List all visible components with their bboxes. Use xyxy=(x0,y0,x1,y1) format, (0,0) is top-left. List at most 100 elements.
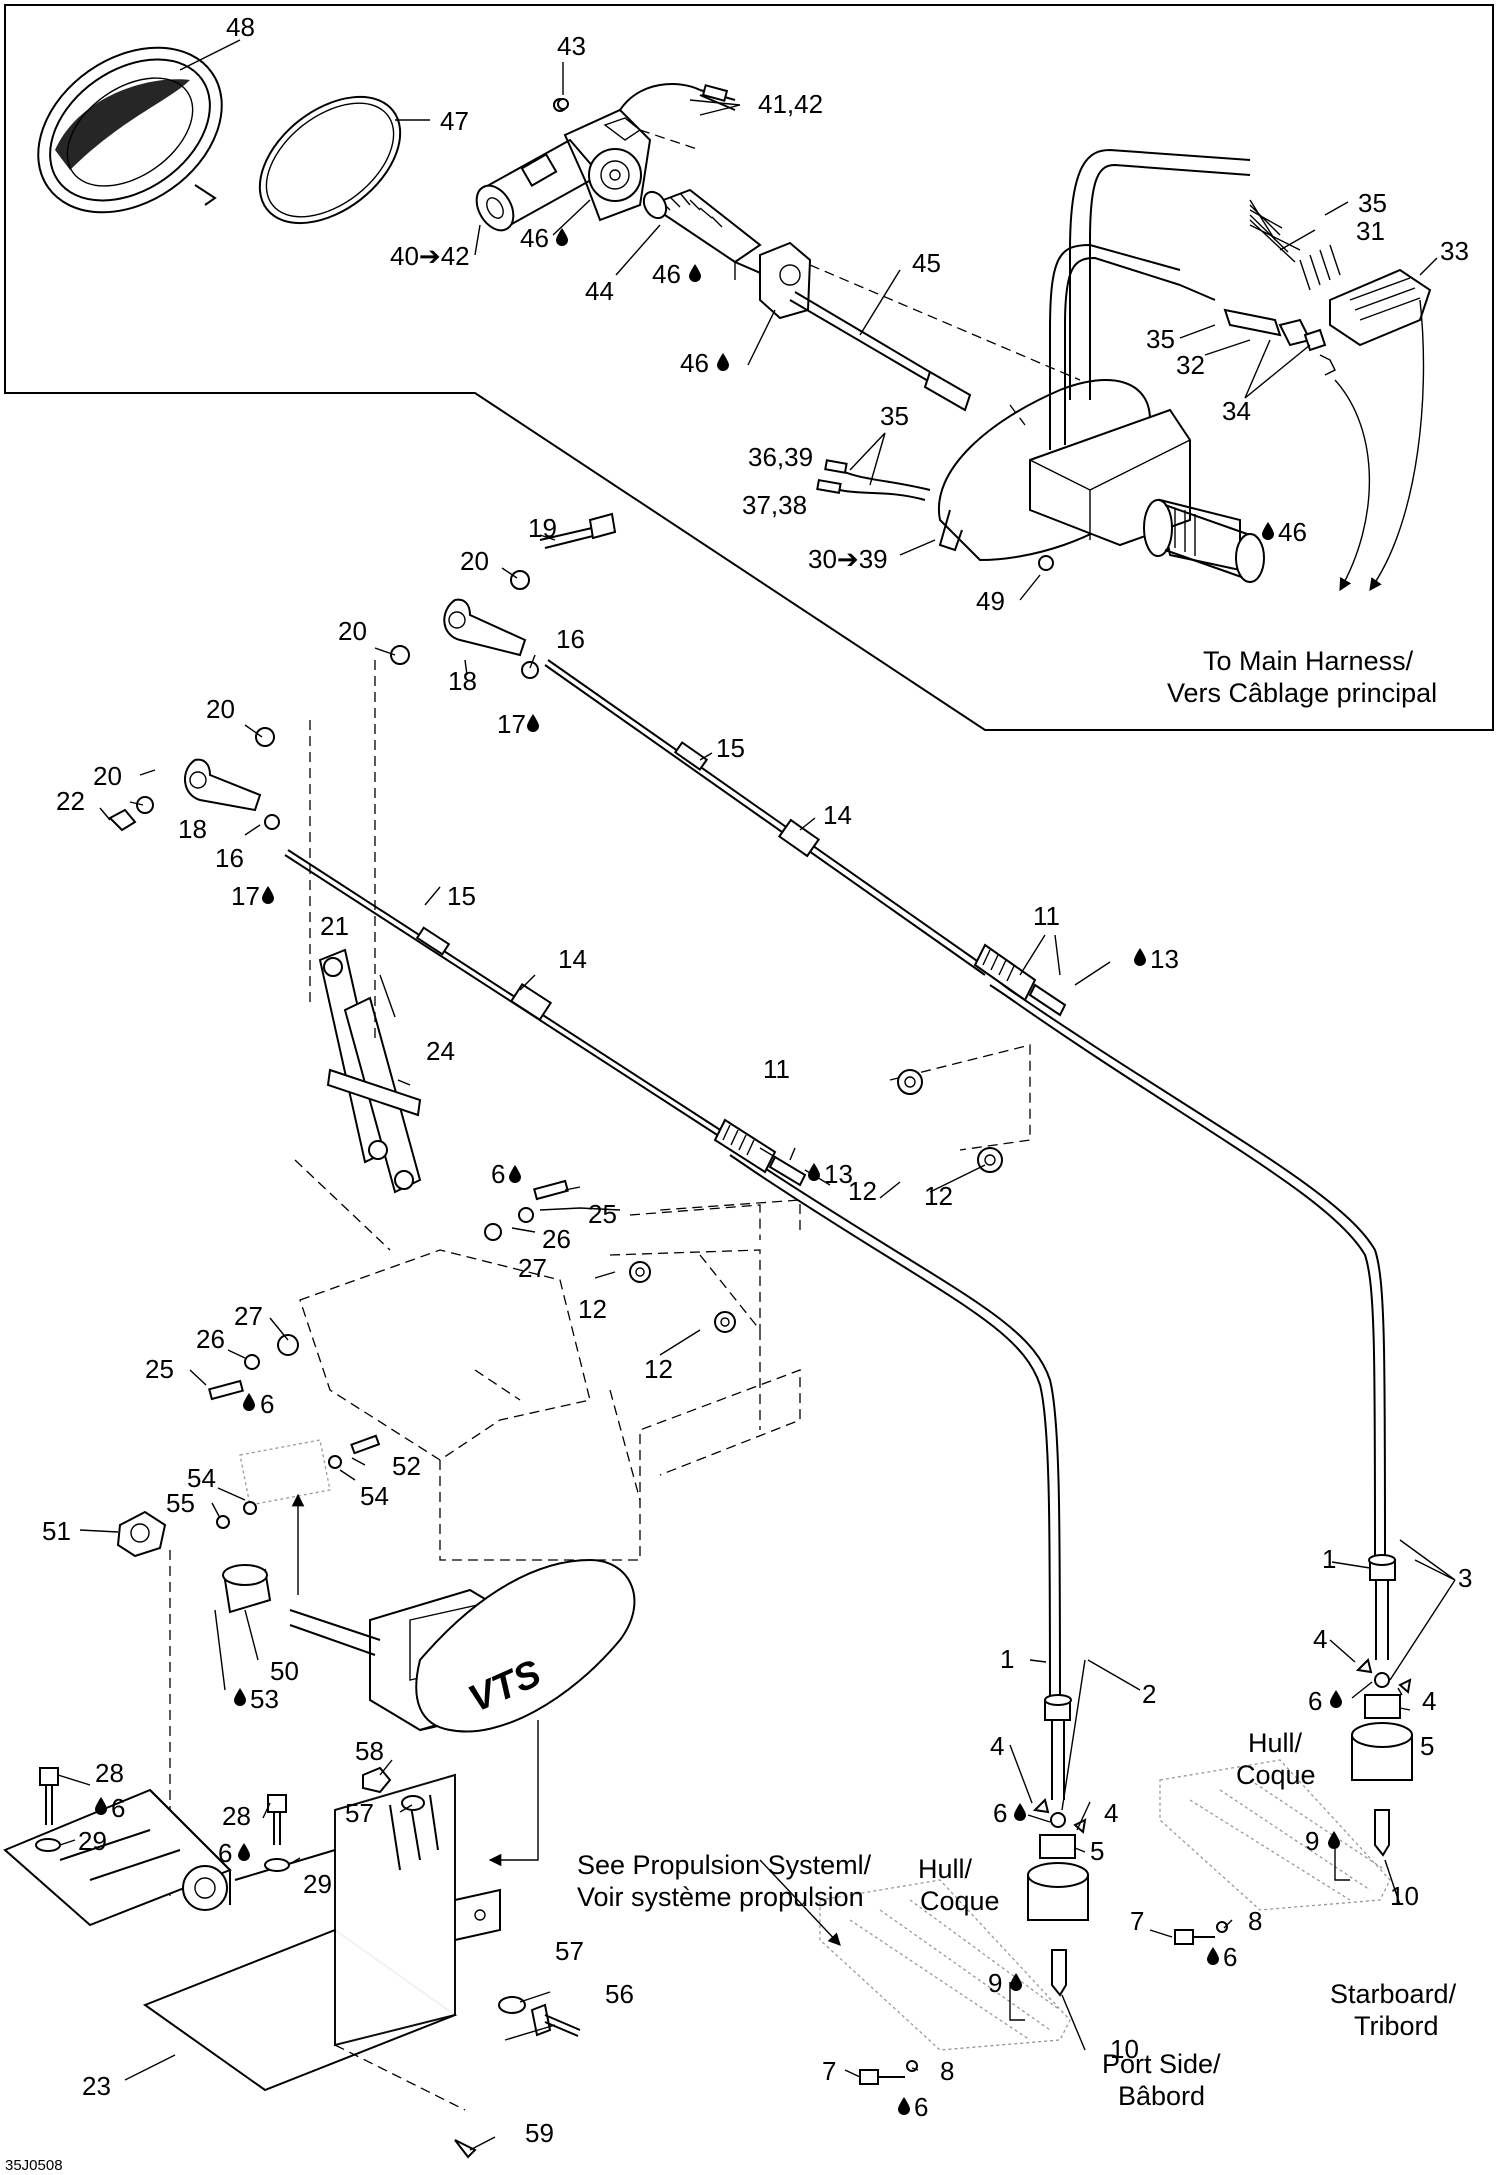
callout-33: 33 xyxy=(1440,236,1469,266)
callout-43: 43 xyxy=(557,31,586,61)
callout-4-b: 4 xyxy=(1104,1798,1118,1828)
callout-56: 56 xyxy=(605,1979,634,2009)
callout-41-42: 41,42 xyxy=(758,89,823,119)
propulsion-note-fr: Voir système propulsion xyxy=(577,1882,864,1912)
worm-gear-44 xyxy=(642,188,766,276)
hull-label-starboard-en: Hull/ xyxy=(1248,1728,1303,1758)
propulsion-note-en: See Propulsion Systeml/ xyxy=(577,1850,872,1880)
callout-10-a: 10 xyxy=(1110,2034,1139,2064)
steering-cable-upper xyxy=(544,659,1386,1561)
callout-20-d: 20 xyxy=(93,761,122,791)
callout-labels: 48 47 43 41,42 40➔42 46 44 46 46 45 35 3… xyxy=(5,12,1472,2174)
callout-47: 47 xyxy=(440,106,469,136)
callout-2: 2 xyxy=(1142,1679,1156,1709)
gasket-47 xyxy=(258,95,402,225)
callout-15-a: 15 xyxy=(716,733,745,763)
callout-49: 49 xyxy=(976,586,1005,616)
callout-22: 22 xyxy=(56,786,85,816)
callout-51: 51 xyxy=(42,1516,71,1546)
actuator-housing-30 xyxy=(937,148,1265,583)
callout-27-b: 27 xyxy=(234,1301,263,1331)
link-arm-24 xyxy=(294,660,422,1251)
callout-32: 32 xyxy=(1176,350,1205,380)
lubricant-drop-icon xyxy=(238,1843,250,1861)
starboard-label-en: Starboard/ xyxy=(1330,1979,1457,2009)
callout-20-c: 20 xyxy=(206,694,235,724)
callout-46-d: 46 xyxy=(1278,517,1307,547)
callout-8-a: 8 xyxy=(940,2056,954,2086)
callout-55: 55 xyxy=(166,1488,195,1518)
callout-45: 45 xyxy=(912,248,941,278)
hull-fitting-port xyxy=(819,1694,1089,2085)
port-side-label-en: Port Side/ xyxy=(1102,2049,1221,2079)
inset-frame xyxy=(4,4,1494,731)
callout-36-39: 36,39 xyxy=(748,442,813,472)
callout-4-a: 4 xyxy=(990,1731,1004,1761)
callout-14-b: 14 xyxy=(558,944,587,974)
lubricant-drop-icon xyxy=(1134,948,1146,966)
callout-12-a: 12 xyxy=(848,1176,877,1206)
callout-5-a: 5 xyxy=(1090,1836,1104,1866)
callout-17-a: 17 xyxy=(497,709,526,739)
callout-57-b: 57 xyxy=(555,1936,584,1966)
lubricant-drop-icon xyxy=(1262,522,1274,540)
callout-30-39: 30➔39 xyxy=(808,544,888,574)
callout-6-g: 6 xyxy=(111,1793,125,1823)
hull-bracket-outline xyxy=(208,1044,1031,1561)
callout-6-b: 6 xyxy=(260,1389,274,1419)
connector-31-33 xyxy=(1249,199,1432,347)
callout-28-b: 28 xyxy=(222,1801,251,1831)
callout-9-a: 9 xyxy=(988,1968,1002,1998)
callout-37-38: 37,38 xyxy=(742,490,807,520)
starboard-label-fr: Tribord xyxy=(1354,2011,1439,2041)
callout-6-c: 6 xyxy=(993,1798,1007,1828)
callout-25-b: 25 xyxy=(145,1354,174,1384)
harness-arrow xyxy=(1369,299,1425,592)
callout-15-b: 15 xyxy=(447,881,476,911)
nut-43 xyxy=(557,98,569,110)
hull-fitting-starboard xyxy=(1159,1554,1413,1945)
callout-13-a: 13 xyxy=(1150,944,1179,974)
hull-label-starboard-fr: Coque xyxy=(1236,1760,1316,1790)
callout-6-a: 6 xyxy=(491,1159,505,1189)
callout-4-d: 4 xyxy=(1422,1686,1436,1716)
lubricant-drop-icon xyxy=(95,1797,107,1815)
callout-29-a: 29 xyxy=(78,1826,107,1856)
callout-31: 31 xyxy=(1356,216,1385,246)
lubricant-drop-icon xyxy=(1330,1690,1342,1708)
callout-48: 48 xyxy=(226,12,255,42)
callout-14-a: 14 xyxy=(823,800,852,830)
lubricant-drop-icon xyxy=(1014,1803,1026,1821)
callout-58: 58 xyxy=(355,1736,384,1766)
callout-26-a: 26 xyxy=(542,1224,571,1254)
callout-10-b: 10 xyxy=(1390,1881,1419,1911)
callout-23: 23 xyxy=(82,2071,111,2101)
callout-1-b: 1 xyxy=(1322,1544,1336,1574)
callout-5-b: 5 xyxy=(1420,1731,1434,1761)
callout-6-d: 6 xyxy=(1308,1686,1322,1716)
figure-code: 35J0508 xyxy=(5,2157,63,2174)
main-harness-note-en: To Main Harness/ xyxy=(1203,646,1414,676)
callout-18-a: 18 xyxy=(448,666,477,696)
lubricant-drop-icon xyxy=(689,264,701,282)
callout-28-a: 28 xyxy=(95,1758,124,1788)
callout-44: 44 xyxy=(585,276,614,306)
port-side-label-fr: Bâbord xyxy=(1118,2081,1205,2111)
lubricant-drop-icon xyxy=(527,714,539,732)
callout-16-a: 16 xyxy=(556,624,585,654)
main-harness-note-fr: Vers Câblage principal xyxy=(1167,678,1437,708)
callout-29-b: 29 xyxy=(303,1869,332,1899)
callout-26-b: 26 xyxy=(196,1324,225,1354)
callout-9-b: 9 xyxy=(1305,1826,1319,1856)
callout-6-e: 6 xyxy=(914,2092,928,2122)
hull-label-port-en: Hull/ xyxy=(918,1854,973,1884)
hull-label-port-fr: Coque xyxy=(920,1886,1000,1916)
callout-53: 53 xyxy=(250,1684,279,1714)
helm-hardware-51-55 xyxy=(116,1434,381,1595)
callout-12-d: 12 xyxy=(644,1354,673,1384)
callout-21: 21 xyxy=(320,911,349,941)
callout-16-b: 16 xyxy=(215,843,244,873)
callout-35-c: 35 xyxy=(880,401,909,431)
callout-4-c: 4 xyxy=(1313,1624,1327,1654)
